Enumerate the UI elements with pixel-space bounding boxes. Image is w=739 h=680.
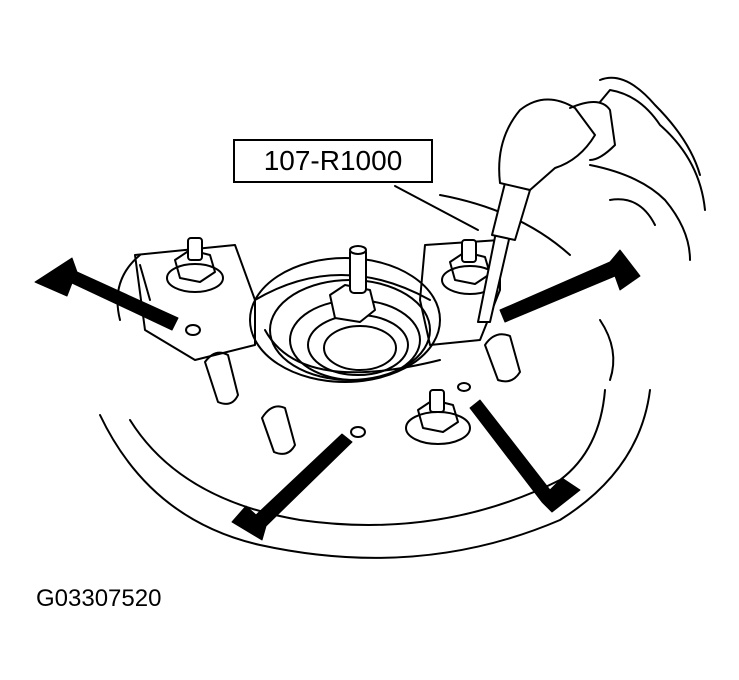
- left-bolt-plate: [135, 245, 255, 360]
- rivet-holes: [186, 325, 470, 437]
- arrow-bottom-center: [232, 434, 352, 540]
- arrow-bottom-right: [470, 400, 580, 512]
- locating-slots: [205, 334, 520, 454]
- mount-bolt-top-right: [442, 240, 498, 294]
- figure-id-label: G03307520: [36, 585, 162, 612]
- mount-bolt-bottom: [406, 390, 470, 444]
- tool-number-callout: 107-R1000: [233, 139, 433, 183]
- drill-tool: [478, 78, 705, 322]
- pointer-arrows: [35, 250, 640, 540]
- arrow-top-right: [500, 250, 640, 322]
- center-stud-nut: [330, 246, 375, 322]
- callout-leader-line: [395, 186, 478, 230]
- mount-bolt-top-left: [167, 238, 223, 292]
- arrow-top-left: [35, 258, 178, 330]
